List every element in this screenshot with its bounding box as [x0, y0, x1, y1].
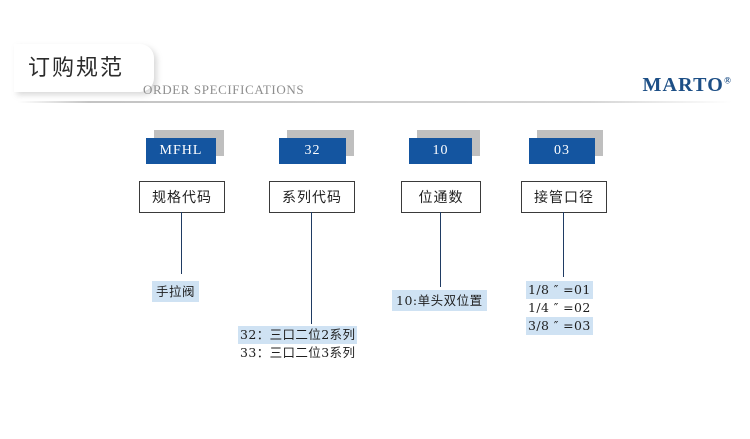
- page-title: 订购规范: [28, 56, 125, 81]
- detail-2-1[interactable]: 32：三口二位2系列: [238, 326, 358, 344]
- connector-line-1: [181, 212, 182, 274]
- code-box-2[interactable]: 32: [279, 138, 346, 164]
- code-box-1[interactable]: MFHL: [146, 138, 216, 164]
- title-plate: [14, 44, 154, 92]
- header-divider: [18, 101, 732, 103]
- registered-trademark-icon: ®: [724, 75, 732, 86]
- brand-logo: MARTO®: [642, 74, 732, 97]
- connector-line-2: [311, 212, 312, 324]
- detail-list-4: 1/8 ″ =01 1/4 ″ =02 3/8 ″ =03: [526, 281, 593, 335]
- code-box-3[interactable]: 10: [409, 138, 472, 164]
- connector-line-4: [563, 212, 564, 277]
- page-subtitle: ORDER SPECIFICATIONS: [143, 82, 305, 97]
- detail-4-1[interactable]: 1/8 ″ =01: [526, 281, 593, 299]
- code-box-4[interactable]: 03: [529, 138, 595, 164]
- detail-3-1[interactable]: 10:单头双位置: [392, 290, 487, 311]
- detail-1-1[interactable]: 手拉阀: [152, 281, 200, 302]
- detail-4-3[interactable]: 3/8 ″ =03: [526, 317, 593, 335]
- detail-list-2: 32：三口二位2系列 33：三口二位3系列: [238, 326, 358, 362]
- detail-4-2[interactable]: 1/4 ″ =02: [528, 300, 591, 315]
- brand-name: MARTO: [642, 74, 725, 96]
- label-box-1[interactable]: 规格代码: [139, 181, 225, 213]
- label-box-2[interactable]: 系列代码: [269, 181, 355, 213]
- label-box-3[interactable]: 位通数: [401, 181, 481, 213]
- detail-2-2[interactable]: 33：三口二位3系列: [240, 345, 356, 360]
- label-box-4[interactable]: 接管口径: [521, 181, 607, 213]
- connector-line-3: [440, 212, 441, 287]
